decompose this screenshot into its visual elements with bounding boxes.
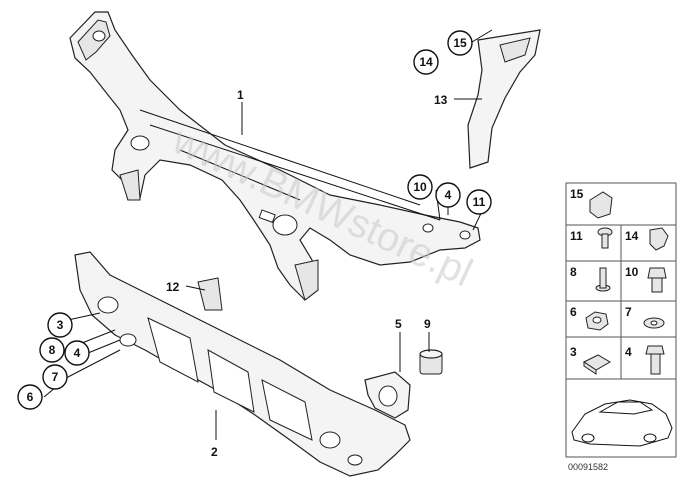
air-duct-part [467, 29, 541, 169]
legend-label-15: 15 [570, 187, 584, 201]
callout-9: 9 [424, 317, 431, 331]
callout-7: 7 [42, 364, 68, 390]
svg-text:10: 10 [413, 180, 427, 194]
clip-15-icon [589, 191, 613, 219]
rivet-8-icon [595, 267, 611, 292]
callout-1: 1 [237, 88, 244, 102]
callout-3: 3 [47, 312, 73, 338]
callout-6: 6 [17, 384, 43, 410]
watermark: www.BMWstore.pl [165, 118, 479, 295]
callout-11: 11 [466, 189, 492, 215]
legend-label-4: 4 [625, 345, 632, 359]
cap-14-icon [649, 227, 669, 251]
callout-8: 8 [39, 337, 65, 363]
bolt-10-icon [647, 267, 667, 293]
callout-4-left: 4 [64, 340, 90, 366]
svg-text:11: 11 [473, 195, 486, 209]
screw-11-icon [597, 227, 613, 249]
svg-text:4: 4 [445, 188, 452, 202]
plug-part [419, 349, 443, 375]
svg-text:7: 7 [52, 370, 59, 384]
gasket-part [364, 371, 411, 419]
svg-text:8: 8 [49, 343, 56, 357]
legend-label-6: 6 [570, 305, 577, 319]
bolt-4-icon [645, 345, 665, 375]
callout-12: 12 [166, 280, 180, 294]
callout-13: 13 [434, 93, 448, 107]
callout-2: 2 [211, 445, 218, 459]
svg-text:6: 6 [27, 390, 34, 404]
legend-label-8: 8 [570, 265, 577, 279]
svg-text:4: 4 [74, 346, 81, 360]
callout-10: 10 [407, 174, 433, 200]
legend-label-3: 3 [570, 345, 577, 359]
nut-6-icon [585, 311, 609, 331]
legend-label-11: 11 [570, 229, 583, 243]
callout-15: 15 [447, 30, 473, 56]
legend-label-7: 7 [625, 305, 632, 319]
legend-label-14: 14 [625, 229, 639, 243]
square-nut-3-icon [583, 354, 611, 375]
svg-text:14: 14 [419, 55, 433, 69]
upper-carrier-part [69, 11, 481, 301]
callout-14: 14 [413, 49, 439, 75]
legend-label-10: 10 [625, 265, 639, 279]
diagram-id: 00091582 [568, 462, 608, 472]
callout-5: 5 [395, 317, 402, 331]
svg-text:15: 15 [453, 36, 467, 50]
fastener-legend: 15 11 14 8 10 6 7 3 [565, 182, 677, 458]
callout-4-top: 4 [435, 182, 461, 208]
lower-carrier-part [74, 251, 411, 477]
svg-text:3: 3 [57, 318, 64, 332]
vehicle-thumbnail [571, 399, 673, 447]
washer-7-icon [643, 317, 665, 329]
